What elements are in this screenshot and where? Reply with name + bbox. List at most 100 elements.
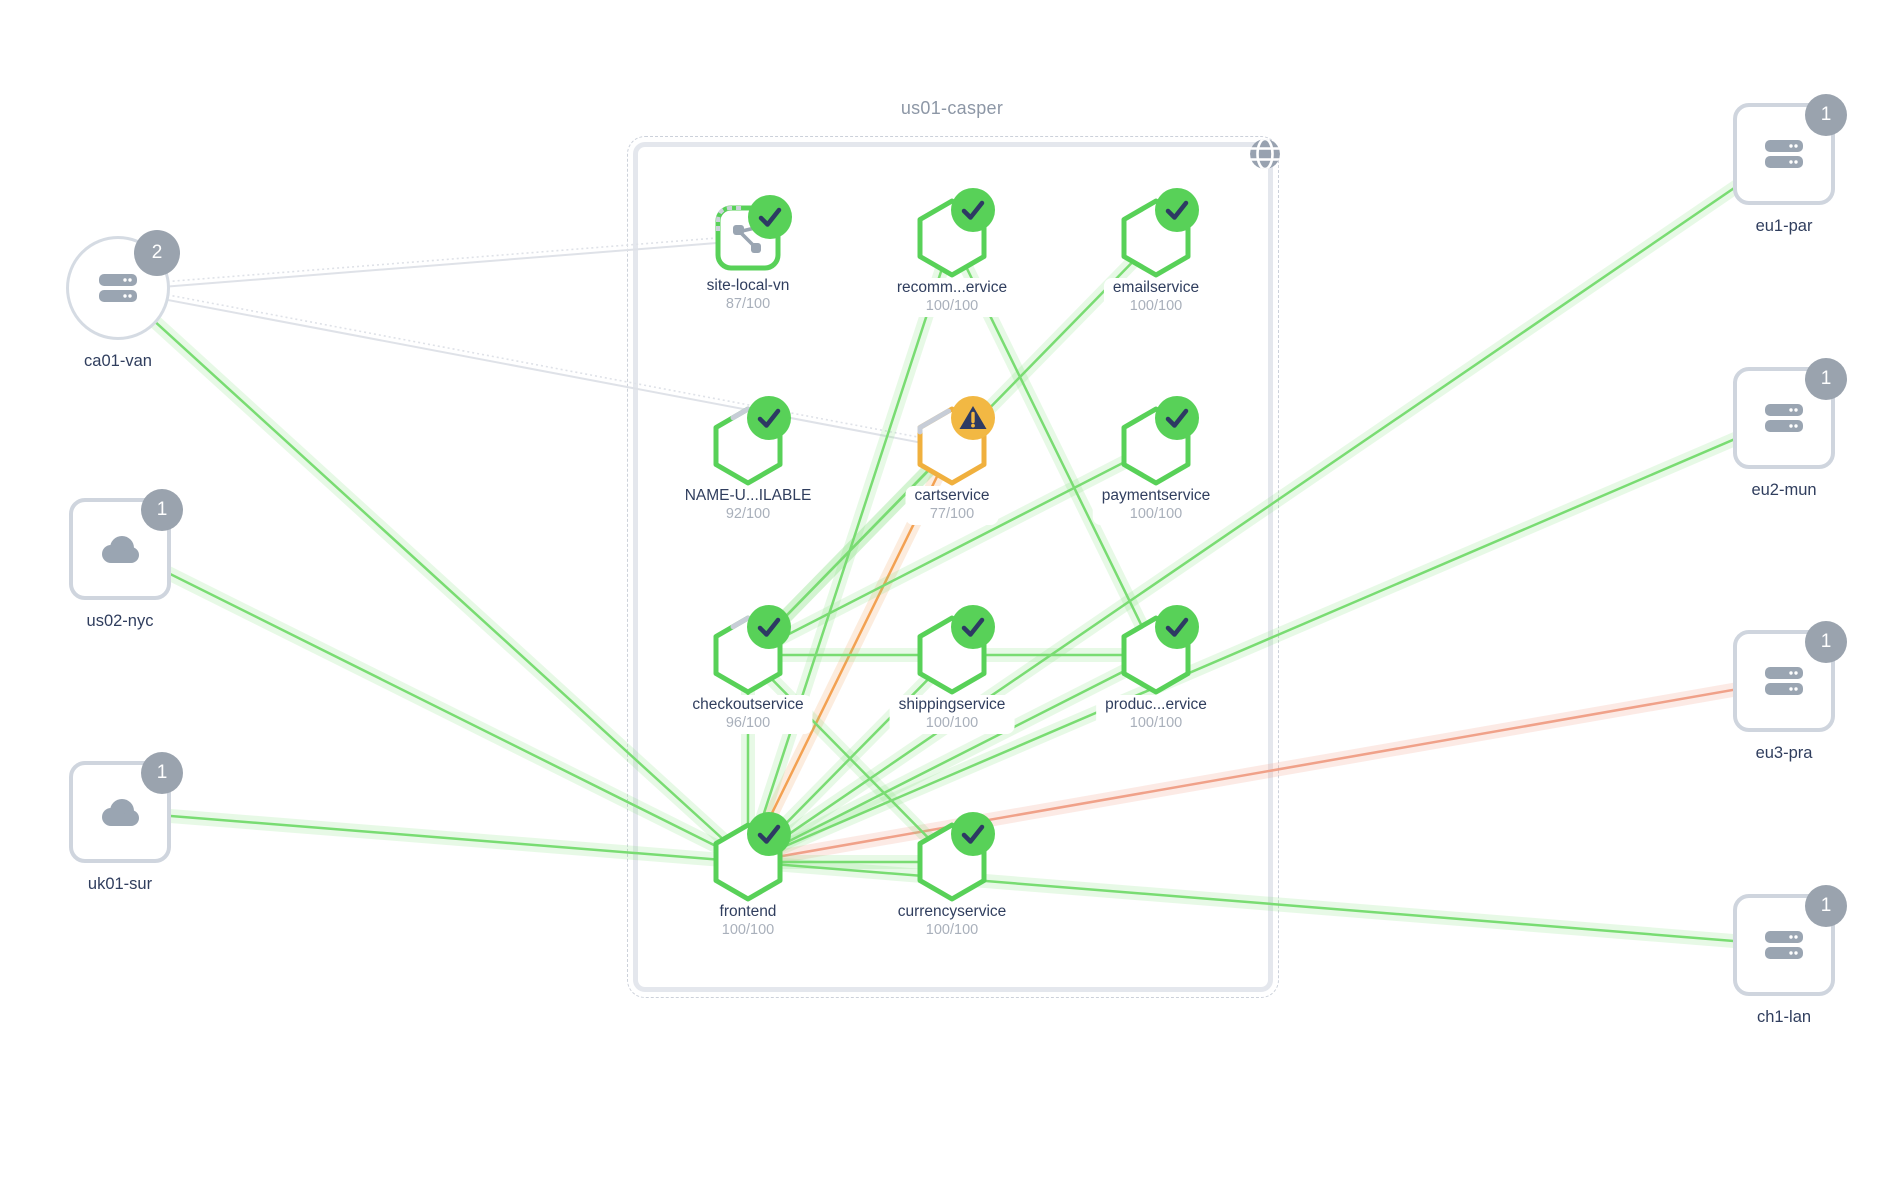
- count-badge: 1: [141, 752, 183, 794]
- service-score: 100/100: [925, 715, 979, 731]
- service-node-productcatalogservice[interactable]: [1119, 605, 1199, 697]
- service-score: 100/100: [1129, 715, 1183, 731]
- service-score: 100/100: [721, 922, 775, 938]
- service-node-site-local-vn[interactable]: [714, 195, 792, 272]
- status-ok-badge: [951, 812, 995, 856]
- external-label-eu3-pra: eu3-pra: [1755, 744, 1813, 762]
- service-label-checkoutservice: checkoutservice 96/100: [683, 695, 813, 734]
- server-icon: [99, 274, 137, 302]
- status-warning-badge: [951, 396, 995, 440]
- service-node-emailservice[interactable]: [1119, 188, 1199, 280]
- service-score: 87/100: [725, 296, 771, 312]
- service-label-site-local-vn: site-local-vn 87/100: [697, 276, 799, 315]
- edge-uk01-sur-frontend: [113, 805, 755, 869]
- edge-ca01-van-cartservice: [117, 284, 953, 450]
- service-node-checkoutservice[interactable]: [711, 605, 791, 697]
- warning-icon: [959, 406, 987, 429]
- count-badge: 1: [141, 489, 183, 531]
- edge-eu1-par-frontend: [741, 147, 1791, 869]
- check-icon: [961, 200, 985, 220]
- external-label-eu1-par: eu1-par: [1755, 217, 1813, 235]
- external-node-ca01-van[interactable]: 2: [66, 230, 180, 340]
- edge-frontend-productcatalogservice: [741, 648, 1163, 869]
- status-ok-badge: [1155, 605, 1199, 649]
- service-node-frontend[interactable]: [711, 812, 791, 904]
- service-name: currencyservice: [897, 903, 1007, 920]
- status-ok-badge: [1155, 188, 1199, 232]
- service-label-recommendationservice: recomm...ervice 100/100: [887, 278, 1017, 317]
- edge-eu2-mun-frontend: [741, 411, 1791, 869]
- service-name: NAME-U...ILABLE: [684, 487, 812, 504]
- check-icon: [757, 408, 781, 428]
- status-ok-badge: [747, 812, 791, 856]
- edge-us02-nyc-frontend: [113, 542, 755, 869]
- check-icon: [1165, 617, 1189, 637]
- check-icon: [757, 824, 781, 844]
- server-icon: [1765, 404, 1803, 432]
- cluster-title: us01-casper: [900, 98, 1004, 118]
- edge-ca01-van-site-local-vn: [117, 234, 749, 292]
- service-score: 100/100: [925, 922, 979, 938]
- edge-checkoutservice-currencyservice: [741, 648, 959, 869]
- external-node-eu2-mun[interactable]: 1: [1733, 358, 1847, 469]
- service-name: checkoutservice: [692, 696, 804, 713]
- service-label-frontend: frontend 100/100: [710, 902, 786, 941]
- service-score: 100/100: [925, 298, 979, 314]
- service-node-cartservice[interactable]: [915, 396, 995, 488]
- server-icon: [1765, 667, 1803, 695]
- count-badge: 1: [1805, 885, 1847, 927]
- status-ok-badge: [951, 605, 995, 649]
- service-name: cartservice: [914, 487, 990, 504]
- check-icon: [757, 617, 781, 637]
- service-score: 92/100: [725, 506, 771, 522]
- count-badge: 1: [1805, 621, 1847, 663]
- external-node-eu1-par[interactable]: 1: [1733, 94, 1847, 205]
- cloud-icon: [102, 799, 139, 826]
- check-icon: [758, 207, 782, 227]
- external-node-eu3-pra[interactable]: 1: [1733, 621, 1847, 732]
- check-icon: [1165, 408, 1189, 428]
- external-node-us02-nyc[interactable]: 1: [69, 489, 183, 600]
- external-node-ch1-lan[interactable]: 1: [1733, 885, 1847, 996]
- external-label-us02-nyc: us02-nyc: [86, 612, 154, 630]
- server-icon: [1765, 140, 1803, 168]
- service-node-name-unavailable[interactable]: [711, 396, 791, 488]
- status-ok-badge: [748, 195, 792, 239]
- service-score: 100/100: [1129, 506, 1183, 522]
- status-ok-badge: [1155, 396, 1199, 440]
- external-label-uk01-sur: uk01-sur: [87, 875, 153, 893]
- server-icon: [1765, 931, 1803, 959]
- globe-icon: [1248, 137, 1282, 171]
- service-name: recomm...ervice: [896, 279, 1008, 296]
- service-node-recommendationservice[interactable]: [915, 188, 995, 280]
- service-label-productcatalogservice: produc...ervice 100/100: [1096, 695, 1216, 734]
- external-label-eu2-mun: eu2-mun: [1751, 481, 1817, 499]
- service-name: produc...ervice: [1105, 696, 1207, 713]
- status-ok-badge: [747, 605, 791, 649]
- service-node-currencyservice[interactable]: [915, 812, 995, 904]
- edge-checkoutservice-paymentservice: [741, 439, 1163, 662]
- external-node-uk01-sur[interactable]: 1: [69, 752, 183, 863]
- service-score: 96/100: [725, 715, 771, 731]
- check-icon: [1165, 200, 1189, 220]
- count-badge: 2: [134, 230, 180, 276]
- external-label-ca01-van: ca01-van: [84, 352, 152, 370]
- service-label-currencyservice: currencyservice 100/100: [888, 902, 1016, 941]
- service-node-paymentservice[interactable]: [1119, 396, 1199, 488]
- service-node-shippingservice[interactable]: [915, 605, 995, 697]
- service-label-name-unavailable: NAME-U...ILABLE 92/100: [675, 486, 821, 525]
- service-score: 77/100: [929, 506, 975, 522]
- check-icon: [961, 824, 985, 844]
- service-label-cartservice: cartservice 77/100: [905, 486, 999, 525]
- service-name: site-local-vn: [706, 277, 790, 294]
- status-ok-badge: [747, 396, 791, 440]
- service-name: emailservice: [1112, 279, 1200, 296]
- service-name: paymentservice: [1101, 487, 1211, 504]
- count-badge: 1: [1805, 94, 1847, 136]
- cloud-icon: [102, 536, 139, 563]
- service-name: frontend: [719, 903, 777, 920]
- edge-ca01-van-frontend: [111, 281, 755, 869]
